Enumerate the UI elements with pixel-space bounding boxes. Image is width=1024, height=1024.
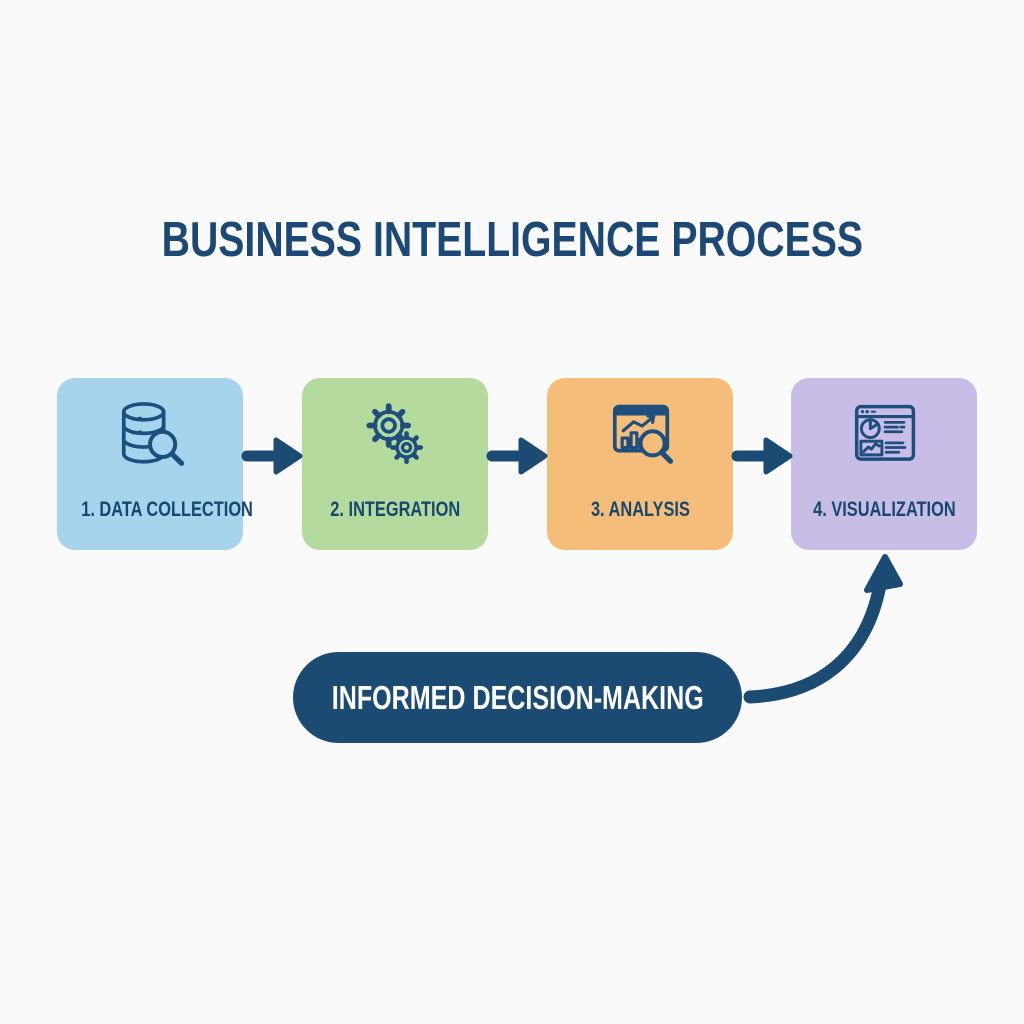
step-box-visualization: 4. VISUALIZATION <box>791 378 977 550</box>
chart-magnifier-icon <box>612 404 674 464</box>
step-box-data-collection: 1. DATA COLLECTION <box>57 378 253 550</box>
step-box-analysis: 3. ANALYSIS <box>547 378 733 550</box>
page-title-text: BUSINESS INTELLIGENCE PROCESS <box>161 213 863 267</box>
database-search-icon <box>121 402 185 466</box>
arrow-decision-to-visualization <box>743 554 903 704</box>
step-label: 4. VISUALIZATION <box>812 498 956 521</box>
step-label: 3. ANALYSIS <box>590 498 690 521</box>
arrow-step1-step2 <box>241 437 303 475</box>
outcome-pill: INFORMED DECISION-MAKING <box>293 652 742 743</box>
outcome-label: INFORMED DECISION-MAKING <box>331 678 704 716</box>
step-box-integration: 2. INTEGRATION <box>302 378 488 550</box>
gears-icon <box>366 403 424 465</box>
dashboard-icon <box>854 404 916 461</box>
arrow-step2-step3 <box>486 437 548 475</box>
step-label: 1. DATA COLLECTION <box>81 498 253 521</box>
arrow-step3-step4 <box>731 437 793 475</box>
step-label: 2. INTEGRATION <box>330 498 460 521</box>
page-title: BUSINESS INTELLIGENCE PROCESS <box>0 216 1024 265</box>
